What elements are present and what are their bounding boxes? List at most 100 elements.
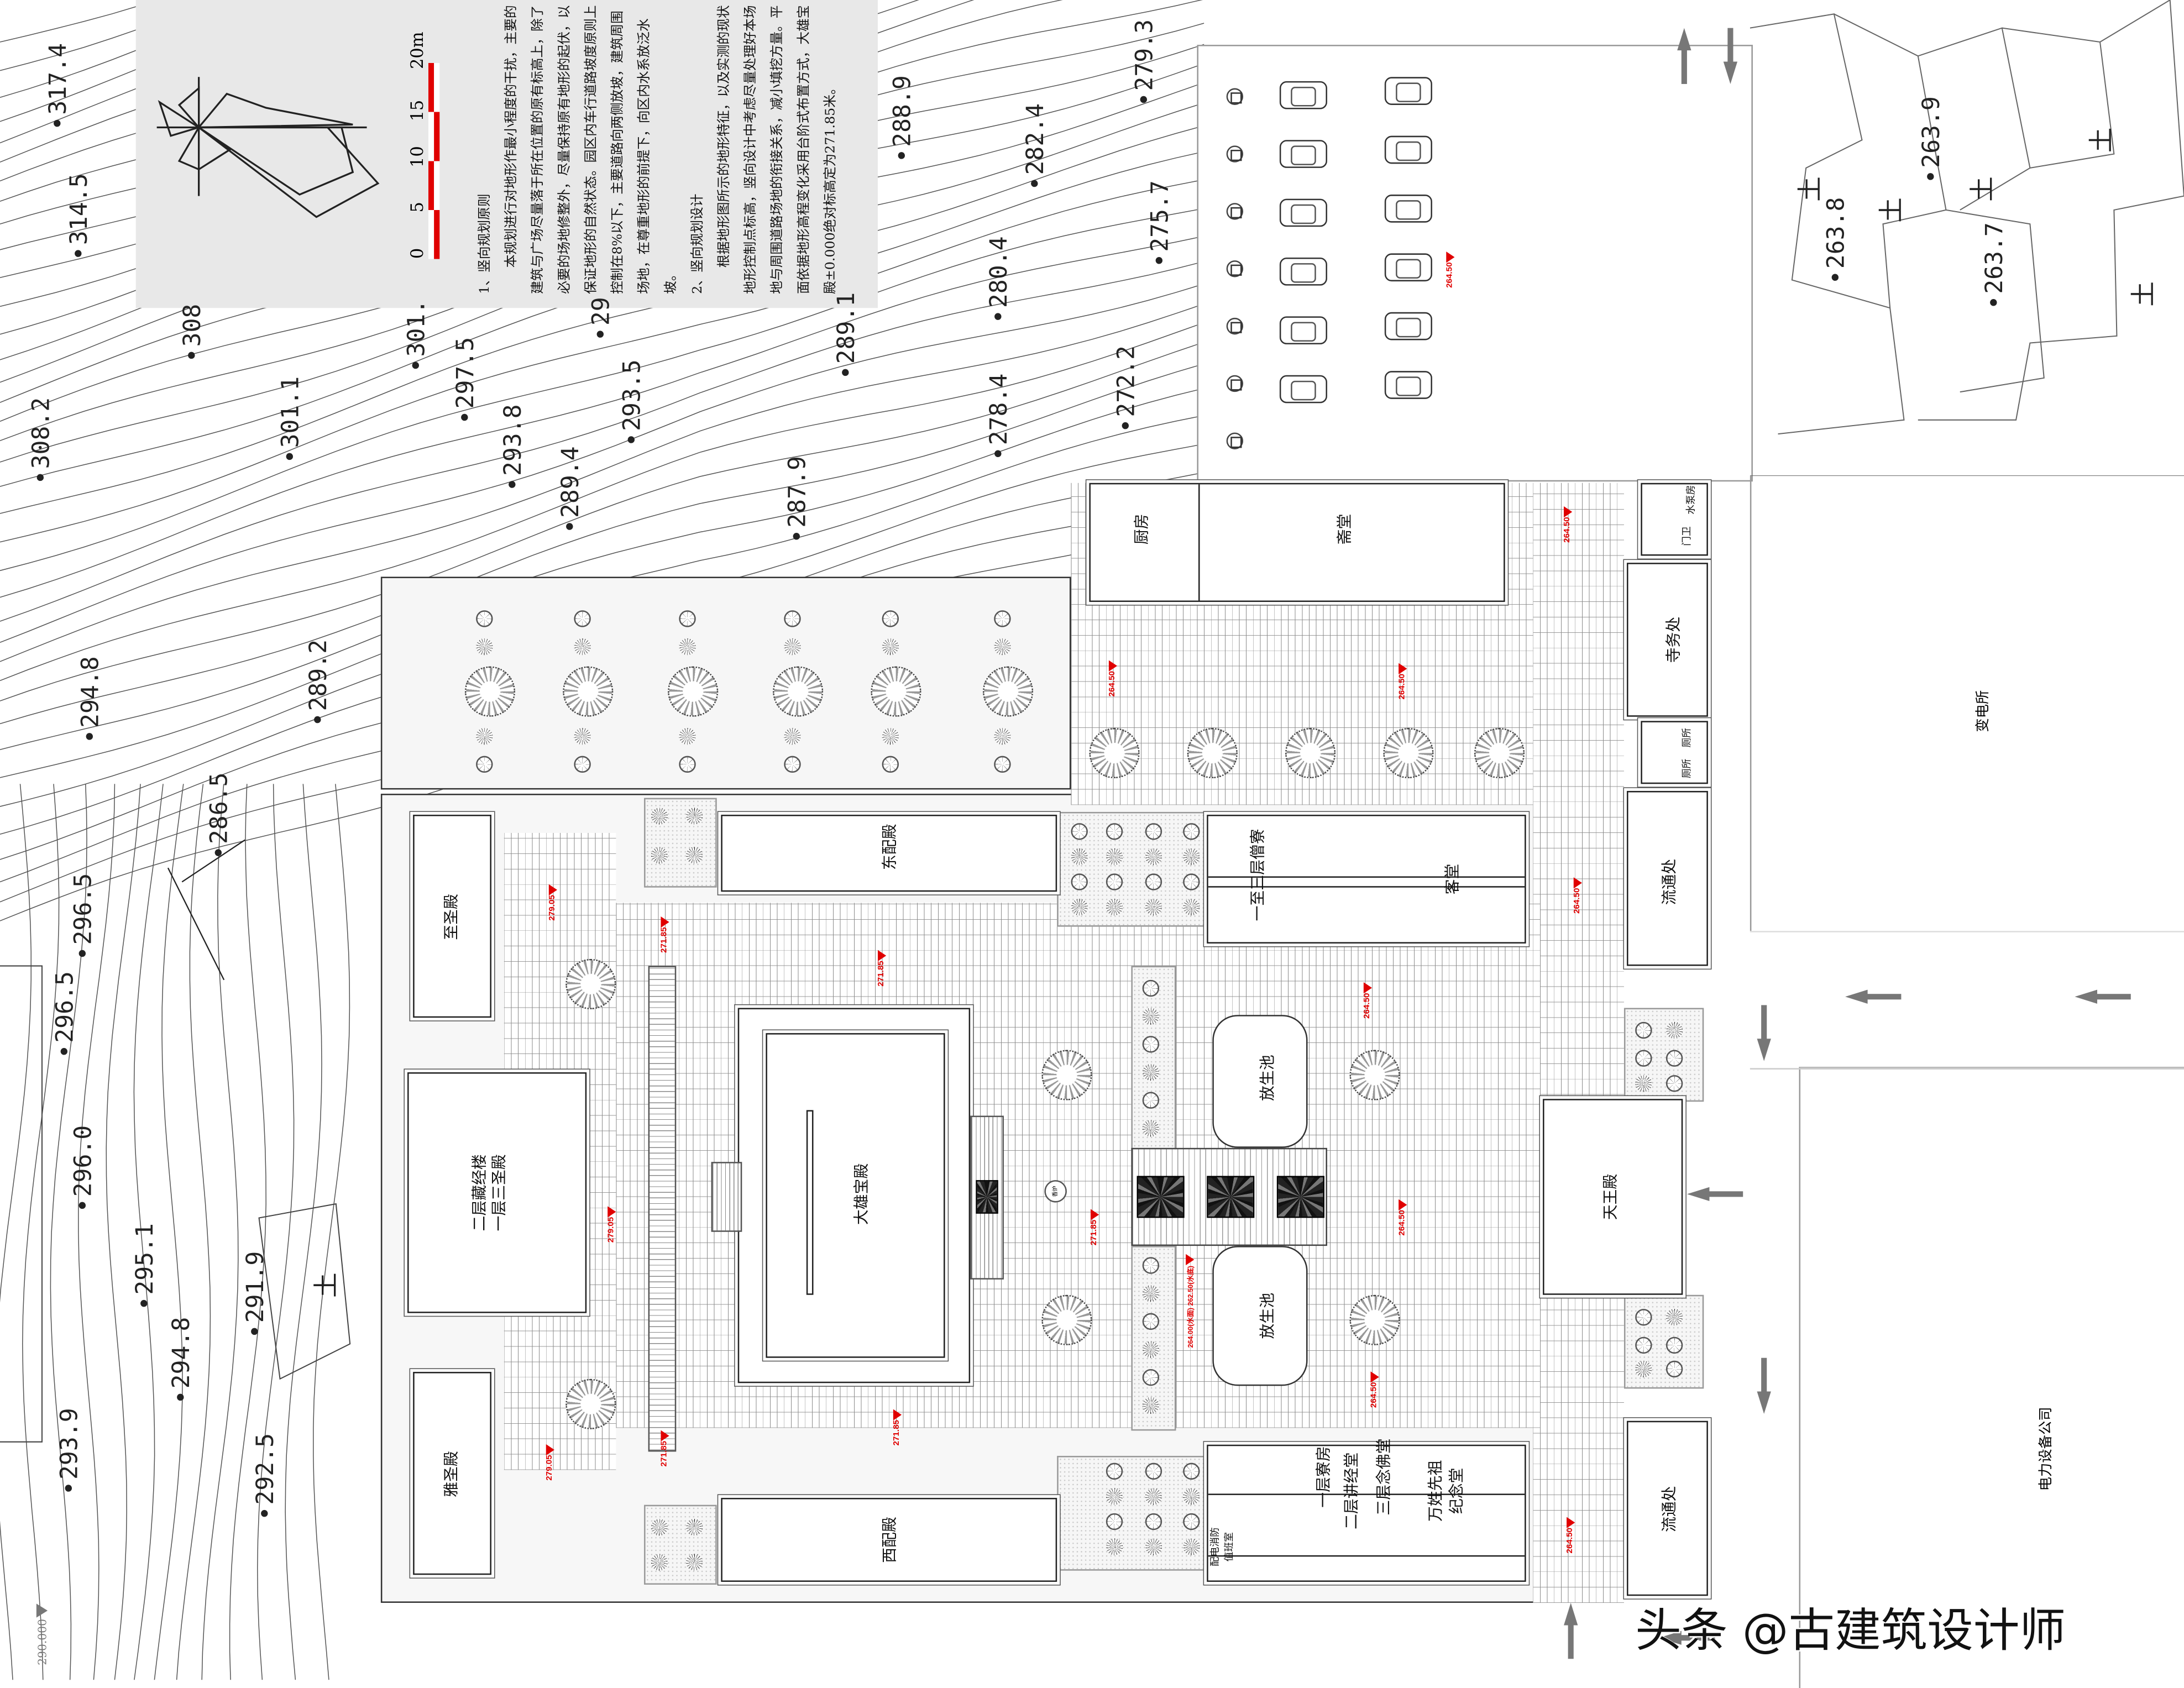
tree-icon bbox=[1106, 873, 1123, 890]
neighbor-buildings bbox=[1750, 0, 2184, 476]
tree-icon bbox=[679, 638, 696, 656]
shop-north-building bbox=[1626, 790, 1708, 966]
spot-height: 288.9 bbox=[889, 75, 917, 162]
tree-icon bbox=[651, 808, 668, 825]
tree-icon bbox=[882, 756, 899, 773]
tree-icon bbox=[1106, 823, 1123, 840]
pond-south-label: 放生池 bbox=[1258, 1292, 1277, 1339]
dorm-label-2: 二层讲经堂 bbox=[1342, 1452, 1361, 1529]
direction-arrow-icon bbox=[1757, 1005, 1771, 1061]
tree-icon bbox=[1145, 898, 1162, 916]
tree-icon bbox=[686, 1554, 703, 1571]
scale-bar-alt bbox=[434, 62, 440, 259]
tree-icon bbox=[1041, 1294, 1092, 1345]
car-icon bbox=[1279, 198, 1327, 227]
car-icon bbox=[1384, 135, 1432, 164]
tree-icon bbox=[1142, 1397, 1160, 1414]
spot-height: 295.1 bbox=[132, 1223, 160, 1310]
tree-icon bbox=[565, 958, 616, 1010]
tree-icon bbox=[1635, 1360, 1652, 1378]
sutra-library-label: 二层藏经楼 一层三圣殿 bbox=[470, 1154, 510, 1231]
incense-burner-icon bbox=[976, 1180, 998, 1214]
main-hall-west-steps bbox=[711, 1162, 742, 1232]
tree-lamp-icon bbox=[1226, 317, 1244, 335]
car-icon bbox=[1279, 140, 1327, 168]
tree-icon bbox=[574, 638, 591, 656]
tree-lamp-icon bbox=[1226, 375, 1244, 392]
shop-north-label: 流通处 bbox=[1660, 858, 1679, 905]
parking-lot: 264.50 bbox=[1197, 45, 1753, 482]
tree-icon bbox=[1666, 1021, 1683, 1039]
tree-icon bbox=[1635, 1309, 1652, 1326]
contour-line bbox=[313, 784, 350, 1680]
spot-height: 308.2 bbox=[28, 397, 56, 485]
planter bbox=[1131, 966, 1176, 1151]
tree-icon bbox=[1635, 1050, 1652, 1067]
contour-line bbox=[0, 784, 32, 1680]
sutra-library-building bbox=[407, 1072, 587, 1313]
soil-mark: 土 bbox=[2087, 127, 2117, 153]
tree-icon bbox=[1183, 848, 1200, 866]
elevation-marker: 264.50 bbox=[1572, 877, 1583, 914]
tree-icon bbox=[1142, 1063, 1160, 1081]
memorial-label-2: 纪念堂 bbox=[1447, 1467, 1466, 1514]
contour-line bbox=[285, 784, 322, 1680]
elevation-marker: 264.50 bbox=[1445, 251, 1456, 288]
soil-mark: 土 bbox=[1796, 176, 1826, 202]
zhisheng-hall-label: 至圣殿 bbox=[442, 894, 461, 940]
dorm-building bbox=[1207, 1444, 1526, 1582]
tree-icon bbox=[784, 638, 801, 656]
tree-icon bbox=[1142, 1092, 1160, 1109]
tree-icon bbox=[1089, 728, 1140, 779]
spot-height: 282.4 bbox=[1022, 103, 1050, 191]
temple-office-building bbox=[1626, 563, 1708, 717]
tree-icon bbox=[1183, 898, 1200, 916]
east-hall-label: 东配殿 bbox=[881, 824, 899, 871]
elevation-marker: 271.85 bbox=[659, 916, 671, 953]
tree-icon bbox=[1666, 1075, 1683, 1092]
car-icon bbox=[1279, 81, 1327, 109]
tree-icon bbox=[679, 728, 696, 745]
tree-icon bbox=[1142, 1257, 1160, 1274]
spot-height: 314.5 bbox=[66, 174, 94, 261]
tree-icon bbox=[574, 610, 591, 627]
monk-quarters-label: 一至三层僧寮 bbox=[1249, 829, 1268, 921]
notes-heading-1: 1、竖向规划原则 bbox=[477, 193, 493, 294]
elevation-marker: 271.85 bbox=[876, 949, 887, 987]
shop-south-building bbox=[1626, 1420, 1708, 1596]
tree-icon bbox=[1183, 1538, 1200, 1555]
tree-icon bbox=[1142, 1008, 1160, 1025]
tree-icon bbox=[668, 666, 719, 717]
tree-icon bbox=[1349, 1050, 1400, 1100]
incense-label: 香炉 bbox=[1051, 1186, 1059, 1197]
duty-room-label-2: 值班室 bbox=[1223, 1532, 1235, 1562]
spot-height: 287.9 bbox=[784, 456, 812, 543]
tree-icon bbox=[1071, 823, 1088, 840]
duty-room-label-1: 配电消防 bbox=[1209, 1527, 1221, 1567]
spot-height: 293.5 bbox=[619, 359, 647, 447]
car-icon bbox=[1279, 258, 1327, 286]
spot-height: 292.5 bbox=[252, 1433, 280, 1521]
car-icon bbox=[1384, 77, 1432, 105]
direction-arrow-icon bbox=[1687, 1187, 1743, 1202]
tree-icon bbox=[994, 610, 1011, 627]
tree-icon bbox=[1106, 1462, 1123, 1480]
soil-mark: 土 bbox=[2129, 281, 2159, 307]
elevation-marker: 271.85 bbox=[1089, 1208, 1100, 1245]
tree-icon bbox=[1145, 1462, 1162, 1480]
tree-icon bbox=[686, 847, 703, 864]
kitchen-dining-building bbox=[1089, 483, 1505, 602]
design-notes: 1、竖向规划原则 本规划进行对地形作最小程度的干扰，主要的建筑与广场尽量落于所在… bbox=[472, 0, 845, 294]
yasheng-hall-building bbox=[413, 1372, 491, 1575]
scale-tick: 15 bbox=[407, 99, 427, 122]
spot-height: 263.8 bbox=[1823, 197, 1851, 285]
shop-south-label: 流通处 bbox=[1660, 1486, 1679, 1533]
car-icon bbox=[1384, 195, 1432, 223]
planter bbox=[644, 1504, 717, 1585]
substation-label: 变电所 bbox=[1976, 690, 1992, 732]
tree-icon bbox=[476, 610, 493, 627]
tree-icon bbox=[1666, 1336, 1683, 1354]
guard-room-label: 门卫 bbox=[1681, 526, 1693, 546]
notes-paragraph-2: 根据地形图所示的地形特征，以及实测的现状地形控制点标高，竖向设计中考虑尽量处理好… bbox=[716, 5, 839, 294]
